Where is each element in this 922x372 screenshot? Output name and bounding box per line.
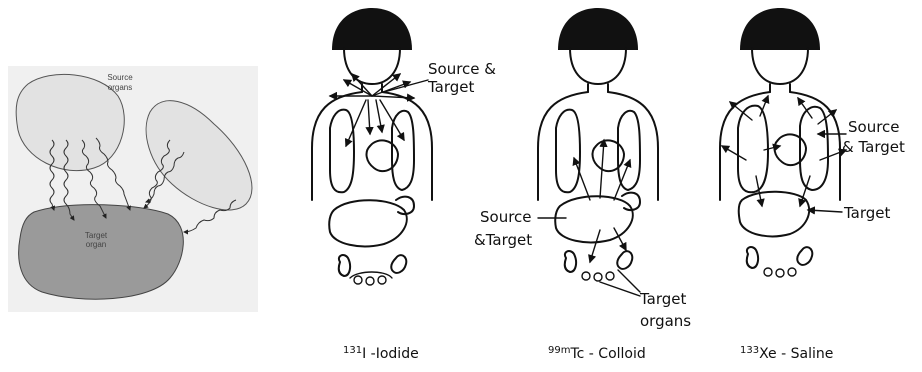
- head-outline: [570, 48, 626, 84]
- target-organ-label-1: Target: [85, 231, 108, 240]
- body-figure-saline: Source & Target Target 133Xe - Saline: [720, 8, 905, 362]
- bladder-circle-3: [378, 276, 386, 284]
- kidney-right: [391, 255, 406, 273]
- head-outline: [344, 48, 400, 84]
- kidney-left: [747, 247, 758, 268]
- target-organ-label-2: organ: [86, 240, 106, 249]
- neck: [770, 84, 790, 92]
- lung-left: [556, 110, 580, 193]
- lung-right: [392, 111, 414, 190]
- source-organs-label-2: organs: [108, 83, 132, 92]
- head-outline: [752, 48, 808, 84]
- figure1-caption: 131I -Iodide: [343, 345, 419, 362]
- target-pointer-3: [808, 210, 842, 212]
- source-organs-label-1: Source: [107, 73, 133, 82]
- bladder-circle-1: [354, 276, 362, 284]
- target-organs-pointer-b: [618, 270, 640, 292]
- bladder-circle-3: [788, 268, 796, 276]
- hair: [332, 8, 412, 50]
- source-target-schematic: Source organs Target organ: [8, 66, 258, 312]
- figure3-target-label: Target: [843, 204, 891, 222]
- kidney-left: [339, 255, 350, 276]
- body-figure-iodide: Source & Target 131I -Iodide: [312, 8, 496, 362]
- body-figure-colloid: Source &Target Target organs 99mTc - Col…: [474, 8, 691, 362]
- kidney-left: [565, 251, 576, 272]
- liver: [329, 200, 407, 246]
- bladder-circle-1: [764, 268, 772, 276]
- bladder-circle-2: [366, 277, 374, 285]
- heart: [593, 140, 624, 171]
- figure2-label-line1: Source: [480, 208, 532, 226]
- lung-left-hatched: [738, 106, 768, 193]
- neck: [588, 84, 608, 92]
- kidney-right: [617, 251, 632, 269]
- figure2-caption: 99mTc - Colloid: [548, 345, 646, 362]
- hair: [558, 8, 638, 50]
- target-organ: [19, 205, 184, 300]
- figure3-caption: 133Xe - Saline: [740, 345, 833, 362]
- lung-left: [330, 110, 354, 193]
- liver-hatched: [555, 196, 633, 242]
- lung-right: [618, 111, 640, 190]
- target-organs-pointer-a: [600, 282, 640, 296]
- figure1-label-line1: Source &: [428, 60, 496, 78]
- hair: [740, 8, 820, 50]
- figure2-target-line2: organs: [640, 312, 691, 330]
- figure3-label-line2: & Target: [842, 138, 905, 156]
- bladder-circle-2: [594, 273, 602, 281]
- figure1-label-line2: Target: [427, 78, 475, 96]
- bladder-circle-1: [582, 272, 590, 280]
- kidney-right: [797, 247, 812, 265]
- heart: [367, 140, 398, 171]
- figure2-target-line1: Target: [639, 290, 687, 308]
- bladder-circle-2: [776, 269, 784, 277]
- heart: [775, 134, 806, 165]
- figure3-label-line1: Source: [848, 118, 900, 136]
- liver: [739, 192, 809, 237]
- bladder-circle-3: [606, 272, 614, 280]
- figure2-label-line2: &Target: [474, 231, 532, 249]
